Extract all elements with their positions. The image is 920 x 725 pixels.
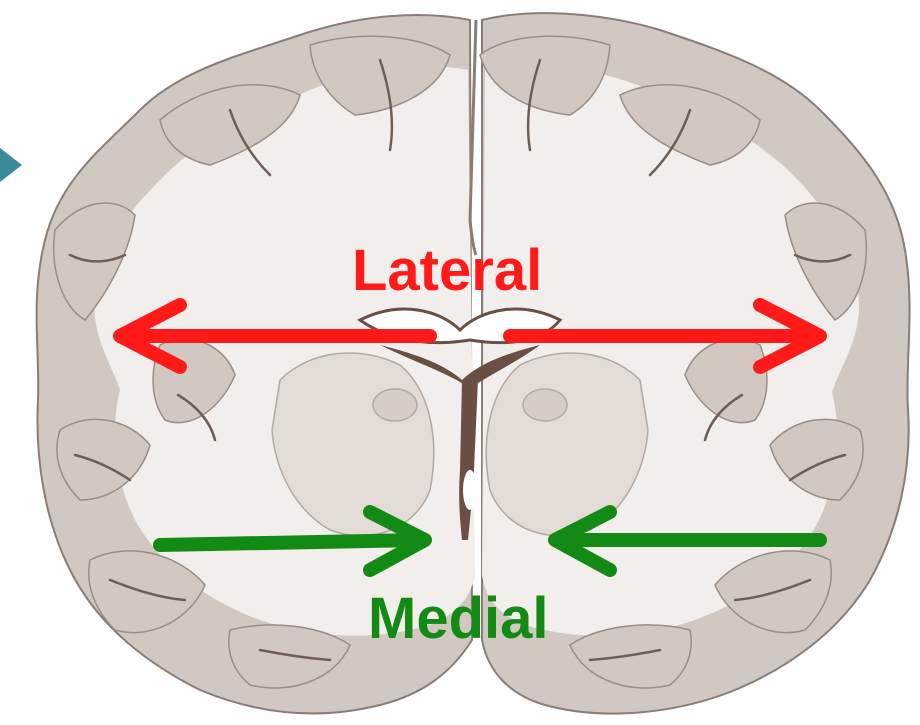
lateral-label: Lateral [352,242,542,300]
medial-arrow-left [160,540,420,545]
medial-label: Medial [368,590,549,648]
